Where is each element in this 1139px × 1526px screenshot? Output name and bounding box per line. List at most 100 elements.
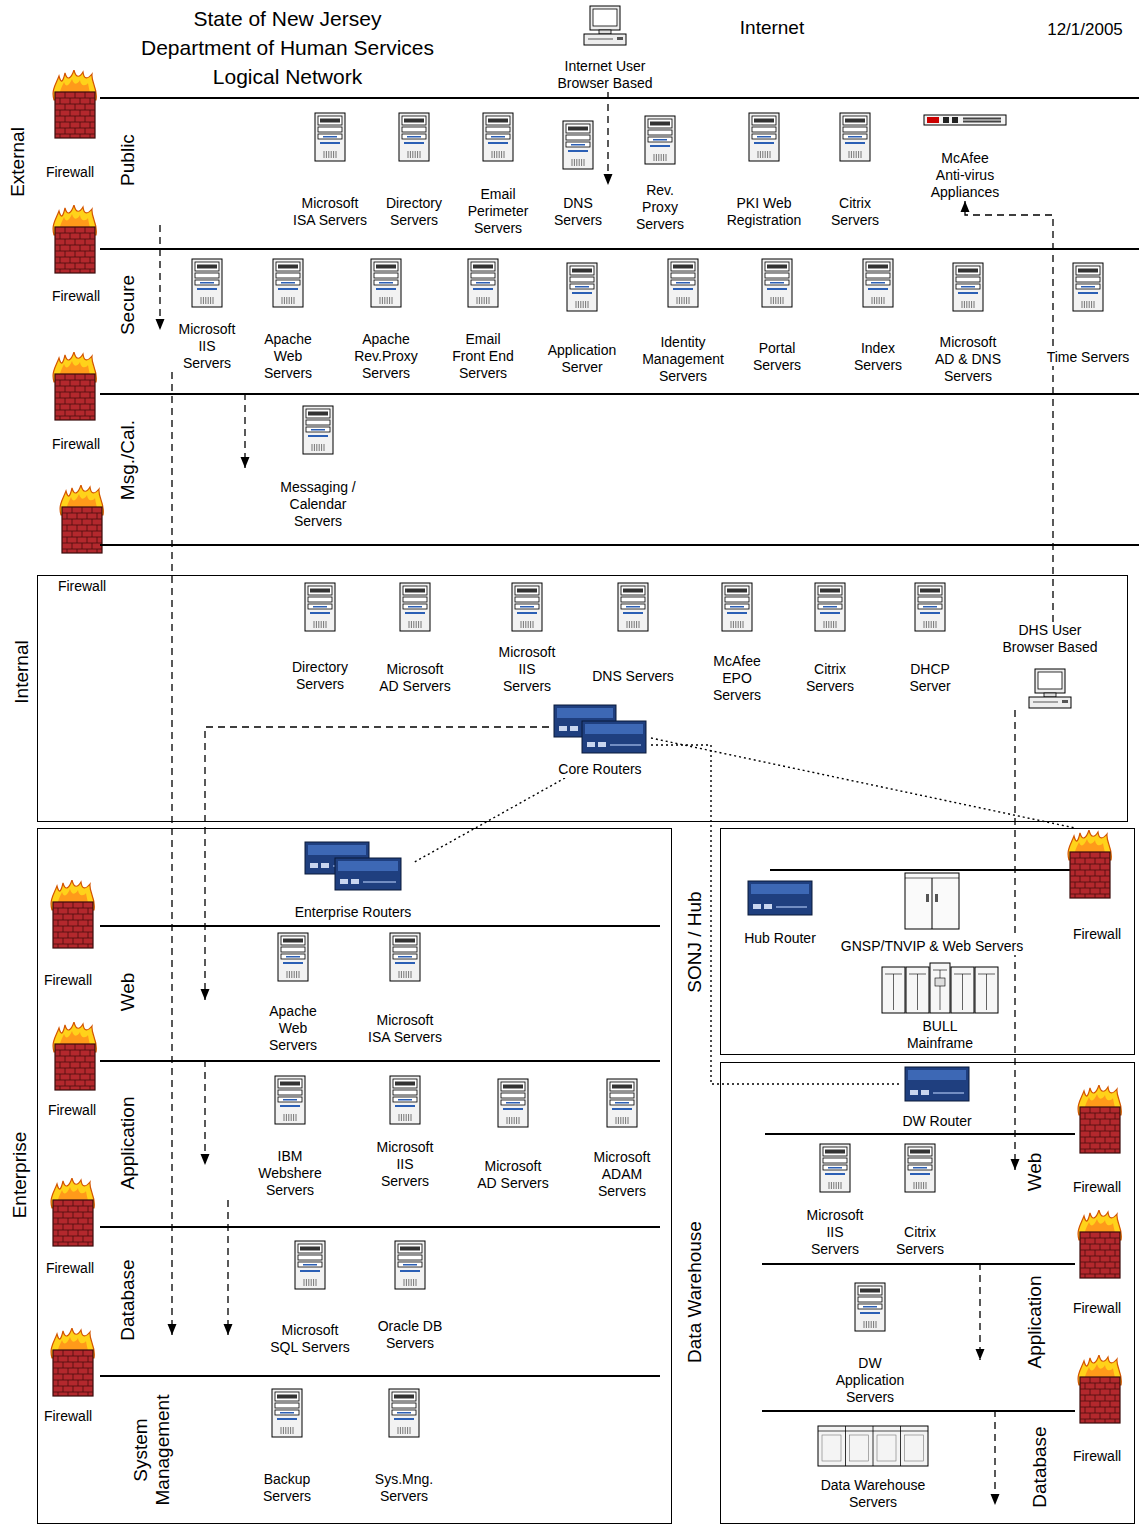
device-label: Data Warehouse Servers xyxy=(816,1477,931,1511)
zone-label: System Management xyxy=(130,1395,174,1506)
firewall-label: Firewall xyxy=(48,1102,96,1119)
zone-box: WebApache Web ServersMicrosoft ISA Serve… xyxy=(100,925,660,1060)
server-node: Apache Web Servers xyxy=(263,932,324,1054)
device-label: Microsoft ISA Servers xyxy=(366,1012,444,1046)
connector-line xyxy=(244,393,245,468)
device-label: DNS Servers xyxy=(592,668,674,685)
arrow-head xyxy=(961,201,970,212)
device-label: Citrix Servers xyxy=(893,1224,948,1258)
server-node: Enterprise Routers xyxy=(292,840,415,921)
device-icon xyxy=(606,1078,638,1128)
server-node: Oracle DB Servers xyxy=(371,1240,449,1352)
server-node: Directory Servers xyxy=(376,112,452,229)
device-icon xyxy=(839,112,871,162)
device-icon xyxy=(667,258,699,308)
device-label: McAfee EPO Servers xyxy=(710,653,765,704)
device-label: Index Servers xyxy=(851,340,906,374)
connector xyxy=(415,778,566,862)
device-label: Apache Web Servers xyxy=(261,331,316,382)
zone-label: Secure xyxy=(117,275,139,335)
zone-box: Msg./Cal.Messaging / Calendar Servers xyxy=(100,393,1139,546)
device-icon xyxy=(583,5,627,47)
server-node: McAfee Anti-virus Appliances xyxy=(920,113,1010,201)
device-icon xyxy=(302,405,334,455)
device-label: Core Routers xyxy=(558,761,641,778)
device-label: Identity Management Servers xyxy=(638,334,728,385)
server-node: Directory Servers xyxy=(282,582,358,693)
firewall-icon xyxy=(1068,830,1111,898)
device-icon xyxy=(399,582,431,632)
device-label: Enterprise Routers xyxy=(295,904,412,921)
device-icon xyxy=(644,115,676,165)
server-node: Microsoft IIS Servers xyxy=(798,1143,872,1258)
device-label: Microsoft SQL Servers xyxy=(268,1322,352,1356)
device-label: Rev. Proxy Servers xyxy=(633,182,688,233)
zone-box: ApplicationIBM Webshere Servers Microsoft… xyxy=(100,1060,660,1226)
device-label: Microsoft IIS Servers xyxy=(801,1207,869,1258)
connector-line xyxy=(979,1263,980,1360)
header-text: 12/1/2005 xyxy=(1047,20,1123,40)
device-label: Email Perimeter Servers xyxy=(463,186,533,237)
device-label: DNS Servers xyxy=(551,195,606,229)
device-icon xyxy=(748,112,780,162)
server-node: Citrix Servers xyxy=(800,582,861,695)
device-label: Microsoft AD Servers xyxy=(378,661,453,695)
server-node: McAfee EPO Servers xyxy=(707,582,768,704)
firewall-label: Firewall xyxy=(1073,1448,1121,1465)
server-node: Microsoft AD & DNS Servers xyxy=(929,262,1007,385)
zone-box: SecureMicrosoft IIS Servers Apache Web Se… xyxy=(100,248,1139,393)
server-node: Microsoft ADAM Servers xyxy=(587,1078,658,1200)
zone-label: Internal xyxy=(11,640,33,703)
device-icon xyxy=(394,1240,426,1290)
connector-line xyxy=(159,225,160,330)
server-node: Backup Servers xyxy=(257,1388,318,1505)
server-node: Hub Router xyxy=(741,880,819,947)
diagram-title: State of New Jersey Department of Human … xyxy=(138,4,437,91)
device-icon xyxy=(303,840,403,892)
server-node: Apache Rev.Proxy Servers xyxy=(346,258,427,382)
firewall-label: Firewall xyxy=(44,972,92,989)
device-icon xyxy=(862,258,894,308)
zone-box: ApplicationDW Application Servers xyxy=(762,1263,1075,1410)
device-label: DW Application Servers xyxy=(833,1355,908,1406)
device-icon xyxy=(881,962,999,1014)
server-node: DHS User Browser Based xyxy=(997,622,1103,710)
connector-line xyxy=(607,92,608,185)
device-icon xyxy=(389,932,421,982)
connector xyxy=(156,225,165,330)
firewall-icon xyxy=(53,352,96,420)
server-node: Index Servers xyxy=(848,258,909,374)
server-node: Rev. Proxy Servers xyxy=(630,115,691,233)
device-icon xyxy=(274,1075,306,1125)
zone-box: SONJ / HubHub RouterGNSP/TNVIP & Web Ser… xyxy=(720,828,1135,1055)
device-label: IBM Webshere Servers xyxy=(255,1148,325,1199)
device-label: Email Front End Servers xyxy=(450,331,516,382)
device-icon xyxy=(617,582,649,632)
device-icon xyxy=(854,1282,886,1332)
device-icon xyxy=(277,932,309,982)
device-icon xyxy=(923,113,1007,127)
connector-line xyxy=(994,1410,995,1505)
server-node: Microsoft IIS Servers xyxy=(490,582,564,695)
zone-label: Application xyxy=(117,1097,139,1190)
device-label: Time Servers xyxy=(1047,349,1130,366)
device-icon xyxy=(761,258,793,308)
connector xyxy=(651,738,1075,828)
zone-box: DatabaseData Warehouse Servers xyxy=(762,1410,1075,1524)
device-label: Hub Router xyxy=(744,930,816,947)
server-node: Microsoft ISA Servers xyxy=(363,932,447,1046)
zone-label: SONJ / Hub xyxy=(684,891,706,992)
device-label: DHCP Server xyxy=(903,661,958,695)
device-icon xyxy=(817,1425,929,1467)
device-label: Microsoft IIS Servers xyxy=(173,321,241,372)
device-icon xyxy=(904,1143,936,1193)
device-icon xyxy=(304,582,336,632)
arrow-head xyxy=(976,1349,985,1360)
zone-box: InternalDirectory ServersMicrosoft AD Se… xyxy=(37,575,1128,822)
device-icon xyxy=(191,258,223,308)
device-label: Application Server xyxy=(542,342,622,376)
device-icon xyxy=(272,258,304,308)
device-label: PKI Web Registration xyxy=(724,195,804,229)
zone-box: System ManagementBackup ServersSys.Mng. … xyxy=(100,1375,660,1524)
device-icon xyxy=(562,120,594,170)
